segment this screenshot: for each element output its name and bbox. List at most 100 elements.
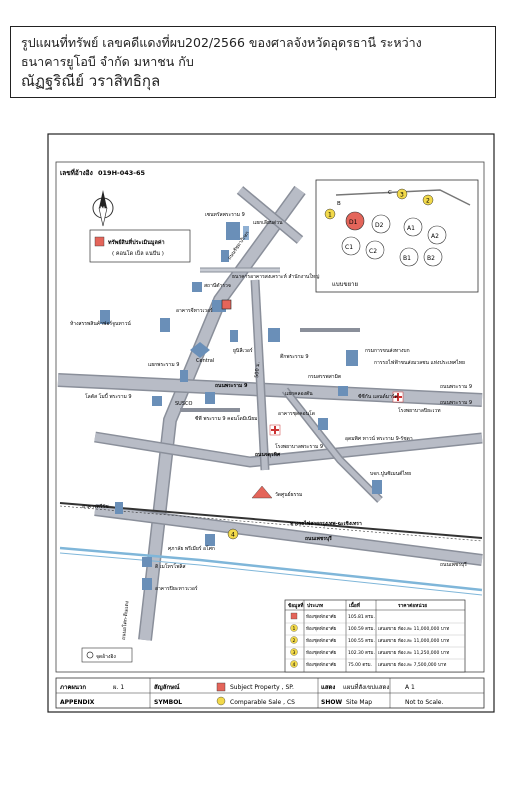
label-ref-point: จุดอ้างอิง: [96, 653, 116, 660]
comparables-table: ข้อมูลที่ประเภทเนื้อที่ราคาต่อหน่วย ห้อง…: [284, 599, 466, 673]
label-road-rama9: ถนนพระราม 9: [215, 383, 248, 389]
ref-number: 019H-043-65: [98, 169, 145, 177]
north-arrow-icon: N: [92, 190, 114, 227]
label-hospital-right: โรงพยาบาลปิยะเวท: [398, 407, 441, 414]
label-dvd-tower: ดิ เมโทรโพลิส: [155, 563, 186, 570]
inset-detail-map: D1 D2 C1 C2 A1 A2 B1 B2 1 3 2 B C แบบขยา…: [315, 179, 479, 293]
legend-title: ทรัพย์สินที่ประเมินมูลค่า: [108, 238, 165, 247]
label-ggn: ซีซีกัน แลนด์มาร์ค: [358, 393, 398, 400]
footer-scale: Not to Scale.: [405, 699, 443, 706]
ref-label: เลขที่อ้างอิง: [60, 167, 93, 177]
table-header-cell: ข้อมูลที่: [288, 601, 303, 610]
label-susco: SUSCO: [175, 401, 192, 407]
label-police: สถานีตำรวจ: [204, 282, 231, 289]
svg-text:B2: B2: [427, 255, 435, 262]
legend-subtitle: ( คอนโด เบ็ล แนปัน ): [112, 249, 164, 257]
footer-appendix-en: APPENDIX: [60, 699, 95, 706]
footer-sym1: Subject Property , SP.: [230, 684, 294, 691]
footer-show-val: แผนที่สังเขปแสดง: [343, 683, 389, 691]
footer-sym2: Comparable Sale , CS: [230, 699, 295, 706]
canal: [59, 546, 483, 592]
svg-text:2: 2: [426, 198, 430, 205]
table-cell: ห้องชุดพักอาศัย: [306, 626, 337, 632]
subject-property-marker: [221, 299, 232, 310]
table-cell: เสนอขาย ห้อง.ละ 11,250,000 บาท: [378, 650, 449, 656]
label-company: บจก.ปูนซิเมนต์ไทย: [370, 470, 411, 477]
svg-text:B1: B1: [403, 255, 411, 262]
label-shop-center: ห้างสรรพสินค้าฟอร์จูนทาวน์: [70, 320, 131, 327]
label-road-phetchaburi: ถนนเพชรบุรี: [305, 535, 332, 542]
label-road-right2: ถนนพระราม 9: [440, 400, 472, 406]
table-header-cell: ประเภท: [307, 602, 323, 609]
label-zeer-tower: อาคารปิยะทาวเวอร์: [155, 585, 198, 592]
svg-text:1: 1: [328, 212, 332, 219]
label-temple: วัดศูนย์ธรรม: [275, 491, 302, 498]
label-g-tower: อาคารจีทาวเวอร์: [176, 307, 213, 314]
footer-subject-swatch: [216, 682, 226, 692]
header-line-2: ธนาคารยูโอบี จำกัด มหาชน กับ: [21, 54, 194, 69]
temple-icon: [251, 485, 273, 499]
label-ext-bldg: กรมการขนส่งทางบก: [365, 348, 410, 354]
table-comparable-marker: [290, 636, 298, 644]
table-cell-no: 3: [293, 650, 296, 656]
label-g-rama9: ซีพี พระราม 9 คอนโดมิเนียม: [195, 415, 257, 422]
subject-property-swatch: [94, 236, 105, 247]
table-cell: เสนอขาย ห้อง.ละ 7,500,000 บาท: [378, 662, 446, 668]
footer-symbol-en: SYMBOL: [154, 699, 182, 706]
footer-appendix-th: ภาคผนวก: [60, 684, 86, 691]
label-bank-hq: ธนาคารอาคารสงเคราะห์ สำนักงานใหญ่: [232, 273, 319, 280]
label-railway: ทางรถไฟสายกรุงเทพ-ฉะเชิงเทรา: [290, 520, 362, 527]
building-icons: [100, 222, 382, 590]
inset-label: แบบขยาย: [332, 281, 358, 288]
footer-sheet: A 1: [405, 684, 415, 691]
railway-line: [59, 502, 483, 542]
table-cell-no: 4: [293, 662, 296, 668]
table-cell-no: 2: [293, 638, 296, 644]
table-cell-no: 1: [293, 626, 296, 632]
table-cell: ห้องชุดพักอาศัย: [306, 662, 337, 668]
table-cell: ห้องชุดพักอาศัย: [306, 650, 337, 656]
header-line-3: ณัฏฐริณีย์ วราสิทธิกุล: [21, 72, 161, 90]
table-comparable-marker: [290, 624, 298, 632]
svg-text:C1: C1: [345, 244, 353, 251]
legend-box: [89, 229, 191, 263]
label-interchange: แยกคลองตัน: [285, 391, 313, 397]
reference-point: จุดอ้างอิง: [81, 647, 133, 663]
svg-text:D1: D1: [349, 219, 358, 226]
table-cell: 75.00 ตรม.: [348, 662, 372, 668]
label-hospital: เซนทรัลพระราม 9: [205, 212, 245, 218]
label-central: Central: [196, 358, 214, 364]
label-road-right3: ถนนเพชรบุรี: [440, 561, 467, 568]
label-market: อุดมพิศ ทาวน์ พระราม 9-รัชดา: [345, 435, 413, 442]
svg-text:B: B: [337, 201, 341, 207]
svg-text:A1: A1: [407, 225, 415, 232]
hospital-icon: [269, 391, 404, 436]
table-cell: 100.59 ตรม.: [348, 626, 375, 632]
label-bldg-rama9: ตึกพระราม 9: [280, 353, 309, 360]
comparable-4-marker: [227, 528, 239, 540]
label-road-asok: ถนนอโศก-ดินแดง: [120, 600, 130, 640]
table-cell: เสนอขาย ห้อง.ละ 11,000,000 บาท: [378, 626, 449, 632]
table-cell: 105.81 ตรม.: [348, 614, 375, 620]
label-mrt: แยกพระราม 9: [148, 362, 179, 368]
svg-text:N: N: [100, 206, 105, 213]
label-hospital-rama9: โรงพยาบาลพระราม 9: [275, 443, 323, 450]
canal-bank: [59, 552, 483, 596]
table-cell: 102.30 ตรม.: [348, 650, 375, 656]
label-phetchaburi-shop: ศุภาลัย พรีเมียร์ อโศก: [168, 545, 215, 552]
table-cell: เสนอขาย ห้อง.ละ 11,000,000 บาท: [378, 638, 449, 644]
header-line-1: รูปแผนที่ทรัพย์ เลขคดีแดงที่ผบ202/2566 ข…: [21, 35, 422, 50]
roads: [57, 185, 483, 641]
header-box: รูปแผนที่ทรัพย์ เลขคดีแดงที่ผบ202/2566 ข…: [10, 26, 496, 98]
table-subject-marker: [290, 612, 298, 620]
svg-text:4: 4: [231, 532, 235, 539]
svg-text:D2: D2: [375, 222, 384, 229]
inset-subject-marker: [345, 211, 365, 231]
footer-symbol-th: สัญลักษณ์: [154, 683, 180, 691]
footer-comparable-swatch: [216, 696, 226, 706]
table-cell: ห้องชุดพักอาศัย: [306, 614, 337, 620]
svg-text:C: C: [388, 190, 392, 196]
label-station: แยกเลียบด่วน: [253, 219, 283, 226]
label-excise: กรมสรรพสามิต: [308, 373, 341, 380]
footer-appendix-val: ผ. 1: [113, 684, 124, 691]
